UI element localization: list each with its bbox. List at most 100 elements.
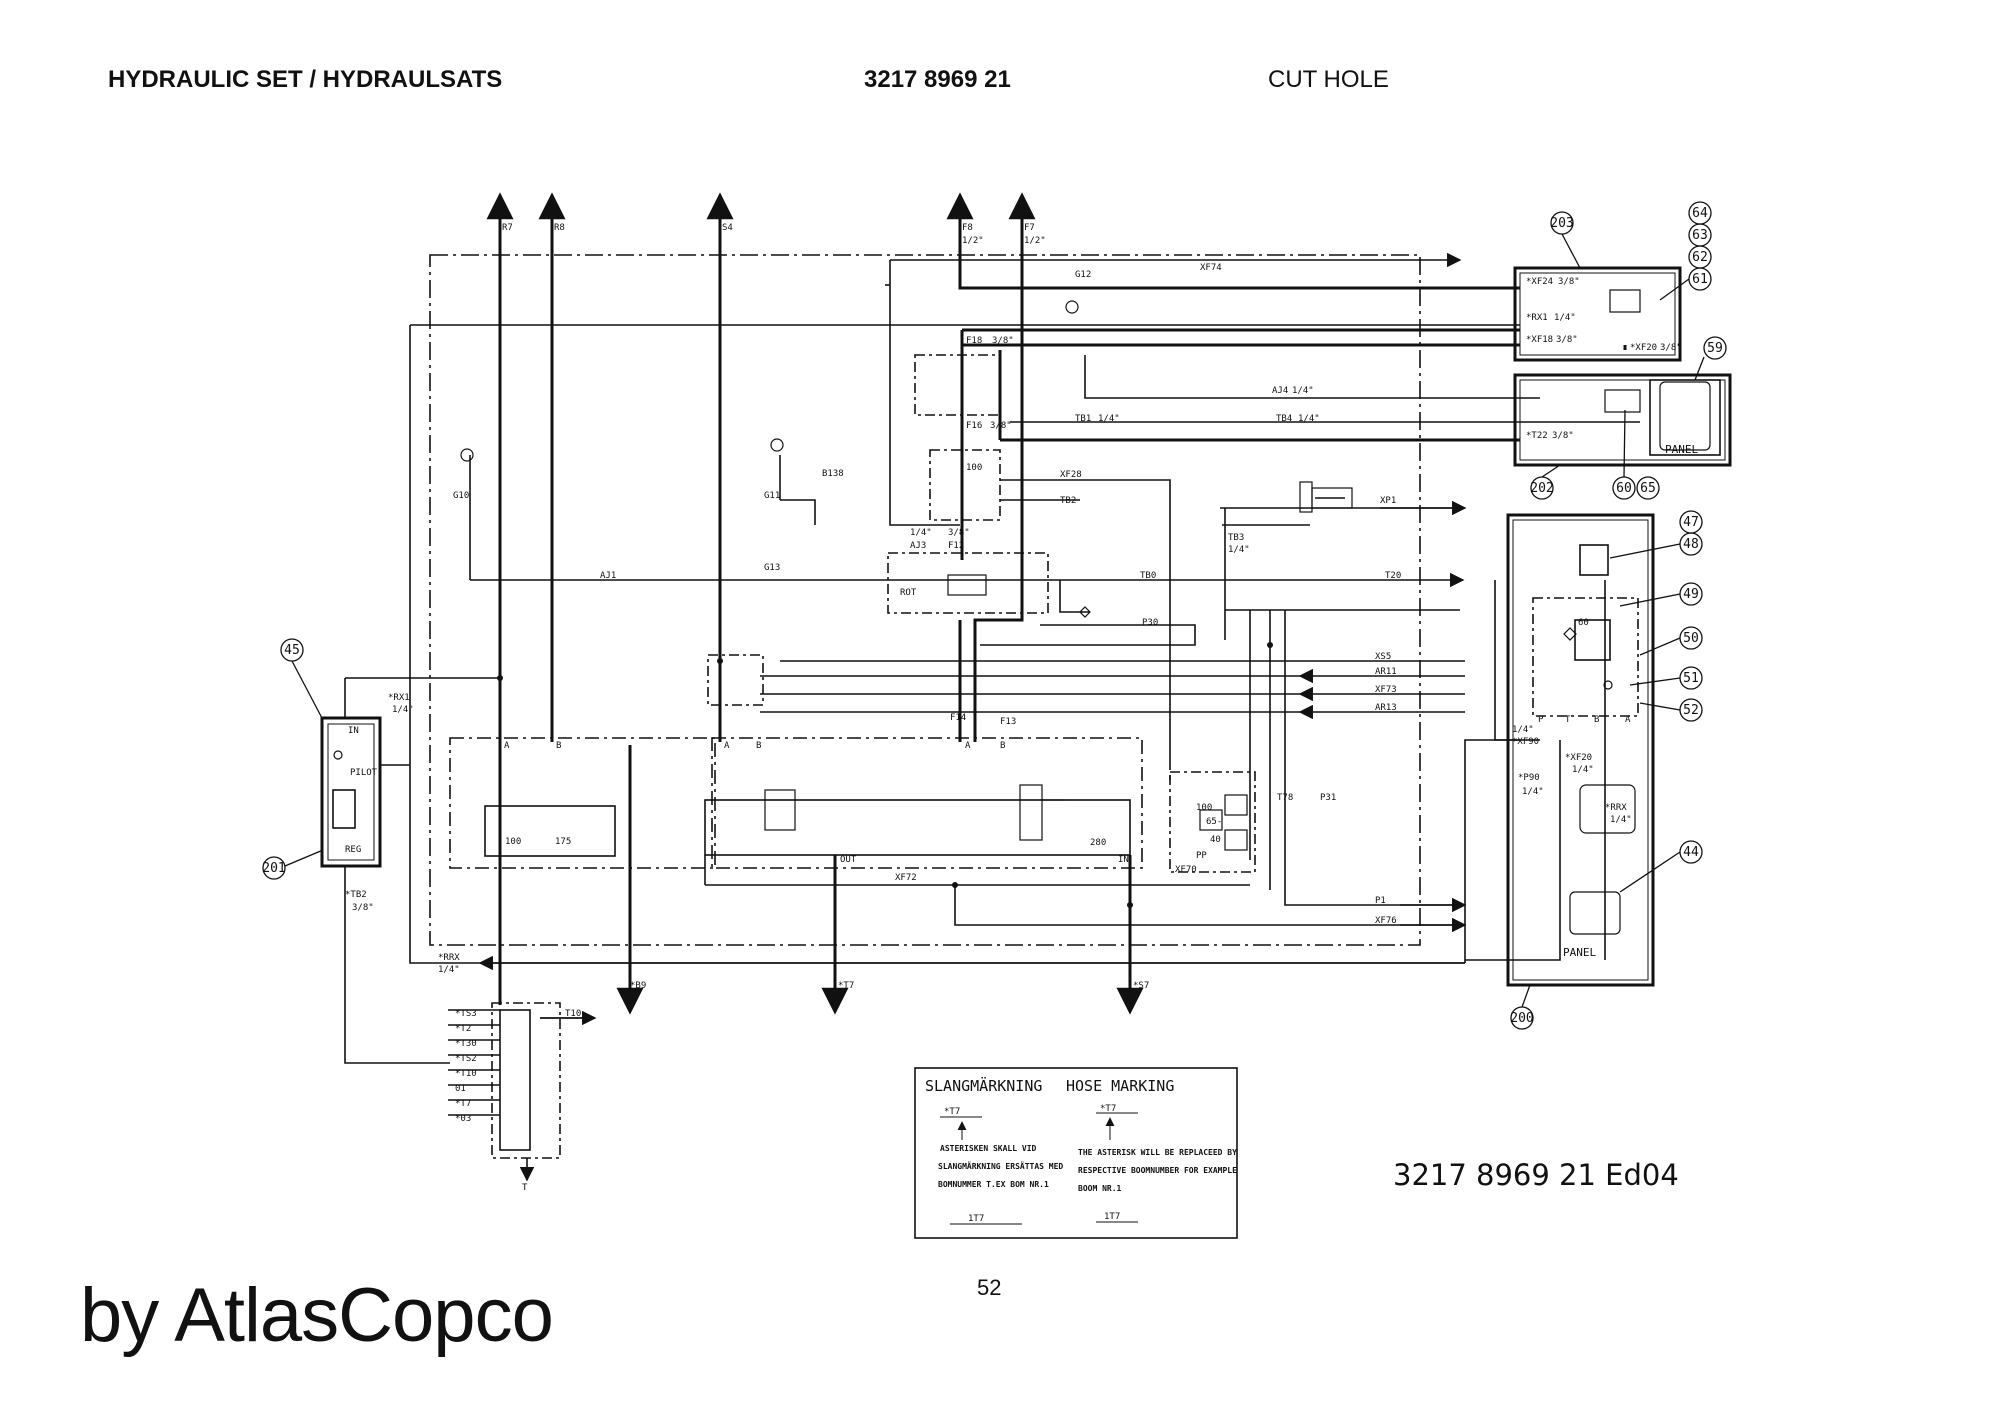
label-r8: R8 <box>554 223 565 233</box>
pressure-valve-enclosure <box>929 449 1001 521</box>
label-manifold-ts3: *TS3 <box>455 1009 477 1019</box>
label-rrx-size: 1/4" <box>438 965 460 975</box>
callout-61: 61 <box>1692 272 1708 287</box>
valve-body <box>704 799 1131 856</box>
label-panel-p: P <box>1538 715 1544 725</box>
label-pressure-100: 100 <box>966 463 982 473</box>
label-aj4: AJ4 <box>1272 386 1288 396</box>
label-tb1: TB1 <box>1075 414 1091 424</box>
label-p31: P31 <box>1320 793 1336 803</box>
hose-marking-note-sv-3: BOMNUMMER T.EX BOM NR.1 <box>938 1180 1049 1189</box>
page-number: 52 <box>977 1275 1002 1300</box>
label-pilot: PILOT <box>350 768 378 778</box>
label-g10: G10 <box>453 491 469 501</box>
label-xf72: XF72 <box>895 873 917 883</box>
label-xs5: XS5 <box>1375 652 1391 662</box>
hose-marking-result-sv: 1T7 <box>968 1214 984 1224</box>
label-f7-size: 1/2" <box>1024 236 1046 246</box>
label-tb4-size: 1/4" <box>1298 414 1320 424</box>
label-relief-100: 100 <box>505 837 521 847</box>
label-t10: T10 <box>565 1009 581 1019</box>
callout-44: 44 <box>1683 845 1699 860</box>
boom-valve-block-2 <box>711 737 1143 869</box>
label-r7: R7 <box>502 223 513 233</box>
label-rx1-panel: *RX1 <box>1526 313 1548 323</box>
label-rrx: *RRX <box>438 953 460 963</box>
label-p30: P30 <box>1142 618 1158 628</box>
label-b9: *B9 <box>630 981 646 991</box>
boom-valve-block-1 <box>449 737 716 869</box>
hose-marking-note-sv-2: SLANGMÄRKNING ERSÄTTAS MED <box>938 1161 1063 1171</box>
label-rx1: *RX1 <box>388 693 410 703</box>
label-rx1-panel-size: 1/4" <box>1554 313 1576 323</box>
label-xp1: XP1 <box>1380 496 1396 506</box>
callout-50: 50 <box>1683 631 1699 646</box>
label-manifold-ts2: *TS2 <box>455 1054 477 1064</box>
label-f8-size: 1/2" <box>962 236 984 246</box>
label-ar13: AR13 <box>1375 703 1397 713</box>
label-manifold-03: *03 <box>455 1114 471 1124</box>
callout-200: 200 <box>1510 1011 1533 1026</box>
callout-51: 51 <box>1683 671 1699 686</box>
label-f16: F16 <box>966 421 982 431</box>
label-t22: *T22 <box>1526 431 1548 441</box>
label-t20: T20 <box>1385 571 1401 581</box>
callout-52: 52 <box>1683 703 1699 718</box>
label-panel-a: A <box>1625 715 1631 725</box>
callout-62: 62 <box>1692 250 1708 265</box>
hose-marking-title-sv: SLANGMÄRKNING <box>925 1076 1042 1095</box>
hose-marking-sample-sv: *T7 <box>944 1107 960 1117</box>
label-reg: REG <box>345 845 361 855</box>
label-g11: G11 <box>764 491 780 501</box>
label-f12-size: 3/8" <box>948 528 970 538</box>
label-rrx-panel-size: 1/4" <box>1610 815 1632 825</box>
label-aj1: AJ1 <box>600 571 616 581</box>
label-reducing-40: 40 <box>1210 835 1221 845</box>
label-panel-b: B <box>1594 715 1599 725</box>
label-g12: G12 <box>1075 270 1091 280</box>
edition-label: 3217 8969 21 Ed04 <box>1393 1158 1679 1192</box>
label-aj3: AJ3 <box>910 541 926 551</box>
label-t7: *T7 <box>838 981 854 991</box>
callout-60: 60 <box>1616 481 1632 496</box>
label-xf73: XF73 <box>1375 685 1397 695</box>
label-manifold-t10: *T10 <box>455 1069 477 1079</box>
callout-201: 201 <box>262 861 285 876</box>
label-manifold-t2: *T2 <box>455 1024 471 1034</box>
label-relief-280: 280 <box>1090 838 1106 848</box>
label-rrx-panel: *RRX <box>1605 803 1627 813</box>
label-manifold-01: 01 <box>455 1084 466 1094</box>
label-in: IN <box>1118 855 1129 865</box>
solenoid-valve-enclosure <box>914 354 1001 416</box>
components <box>333 289 1711 935</box>
callout-bubbles: 64 63 62 61 203 59 202 60 65 47 48 49 50… <box>262 201 1727 1030</box>
page-title: HYDRAULIC SET / HYDRAULSATS <box>108 66 503 93</box>
label-tb1-size: 1/4" <box>1098 414 1120 424</box>
panel-202 <box>1513 373 1732 467</box>
label-b138: B138 <box>822 469 844 479</box>
label-port-a-1: A <box>504 741 510 751</box>
schematic-lines <box>320 192 1732 1239</box>
label-s4: S4 <box>722 223 733 233</box>
label-xf74: XF74 <box>1200 263 1222 273</box>
label-port-b-2: B <box>756 741 761 751</box>
junction-dots <box>497 642 1273 908</box>
label-xf70: XF70 <box>1175 865 1197 875</box>
callout-47: 47 <box>1683 515 1699 530</box>
return-manifold <box>491 1002 561 1159</box>
label-xf20: *XF20 <box>1630 343 1657 353</box>
label-s7: *S7 <box>1133 981 1149 991</box>
label-xf28: XF28 <box>1060 470 1082 480</box>
flow-divider-enclosure <box>707 654 764 706</box>
panel-200 <box>1506 513 1655 987</box>
label-tb3-size: 1/4" <box>1228 545 1250 555</box>
label-xf18-size: 3/8" <box>1556 335 1578 345</box>
hose-marking-sample-en: *T7 <box>1100 1104 1116 1114</box>
panel-label-200: PANEL <box>1563 946 1596 959</box>
label-tb0: TB0 <box>1140 571 1156 581</box>
panel-label-202: PANEL <box>1665 443 1698 456</box>
label-relief-175: 175 <box>555 837 571 847</box>
label-manifold-t: T <box>522 1183 528 1193</box>
label-port-b-3: B <box>1000 741 1005 751</box>
